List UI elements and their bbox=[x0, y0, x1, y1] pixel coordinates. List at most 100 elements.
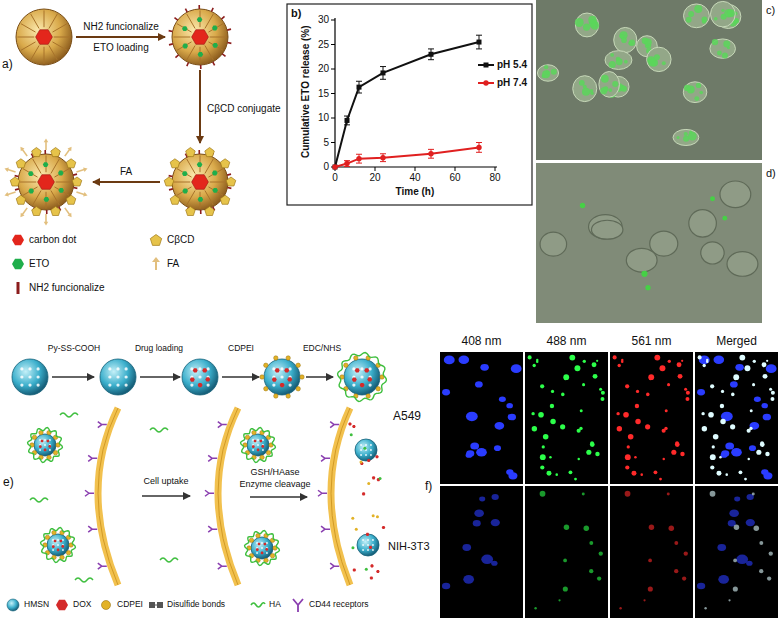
nanoparticle bbox=[172, 154, 228, 210]
error-cap bbox=[428, 149, 434, 150]
green-fluorescence bbox=[694, 96, 699, 101]
green-fluorescence bbox=[722, 53, 728, 59]
cyclodextrin bbox=[205, 207, 215, 216]
confocal-image bbox=[525, 352, 608, 484]
fluorescent-spot bbox=[563, 559, 567, 563]
pore bbox=[116, 375, 119, 378]
eto-drug bbox=[58, 188, 64, 193]
legend-item: pH 5.4 bbox=[478, 58, 527, 72]
folic-acid bbox=[45, 141, 47, 150]
released-dox bbox=[372, 476, 376, 479]
error-cap bbox=[428, 158, 434, 159]
fluorescent-spot bbox=[739, 355, 745, 361]
pore bbox=[272, 383, 275, 386]
dox-drug bbox=[205, 377, 210, 381]
pore bbox=[360, 383, 363, 386]
fluorescent-spot bbox=[547, 471, 552, 476]
fluorescent-spot bbox=[754, 525, 759, 530]
pore bbox=[124, 375, 127, 378]
cd-pei bbox=[260, 375, 264, 379]
folic-acid bbox=[22, 149, 27, 156]
fluorescent-spot bbox=[680, 452, 684, 456]
tick bbox=[331, 44, 335, 45]
fluorescent-spot bbox=[569, 355, 575, 361]
fluorescent-spot bbox=[601, 391, 605, 395]
pore-channel bbox=[21, 24, 36, 32]
legend-text: carbon dot bbox=[29, 234, 76, 246]
fluorescent-spot bbox=[767, 576, 771, 580]
pore bbox=[367, 549, 369, 551]
pore bbox=[362, 544, 364, 546]
cd-pei bbox=[245, 435, 249, 439]
cyclodextrin bbox=[16, 159, 26, 168]
cell bbox=[683, 82, 707, 103]
cyclodextrin bbox=[16, 195, 26, 204]
pore bbox=[370, 449, 372, 451]
green-fluorescence bbox=[654, 54, 660, 60]
green-fluorescence bbox=[544, 65, 548, 69]
fluorescent-spot bbox=[748, 458, 750, 460]
fluorescent-spot bbox=[599, 388, 602, 391]
legend-text: CDPEI bbox=[117, 600, 143, 610]
pore bbox=[116, 367, 119, 370]
legend-swatch bbox=[5, 598, 21, 612]
dox-drug bbox=[61, 545, 64, 548]
fluorescent-spot bbox=[744, 365, 750, 371]
legend-item: ETO bbox=[10, 257, 49, 271]
nucleus-stain bbox=[766, 364, 777, 373]
fluorescent-spot bbox=[734, 525, 739, 530]
hmsn-sphere bbox=[264, 359, 300, 395]
fluorescent-spot bbox=[669, 525, 674, 530]
folic-acid-head bbox=[5, 168, 9, 172]
cd44-receptor bbox=[98, 563, 107, 569]
eto-drug bbox=[44, 197, 50, 202]
pore bbox=[198, 375, 201, 378]
released-dox bbox=[367, 459, 371, 462]
folic-acid bbox=[76, 169, 85, 172]
folic-acid-head bbox=[68, 213, 72, 218]
error-cap bbox=[428, 48, 434, 49]
dox-drug bbox=[259, 440, 262, 443]
tick-label: 15 bbox=[318, 88, 329, 100]
tick-label: 80 bbox=[489, 172, 500, 184]
cell bbox=[614, 27, 637, 52]
eto-drug bbox=[212, 171, 218, 176]
cell-membrane bbox=[331, 408, 350, 585]
step-label: FA bbox=[120, 166, 132, 178]
fluorescent-spot bbox=[739, 470, 743, 474]
pore bbox=[190, 383, 193, 386]
fluorescent-spot bbox=[762, 362, 767, 367]
fluorescent-spot bbox=[667, 383, 670, 386]
nucleus-stain bbox=[444, 356, 455, 365]
pore-channel bbox=[54, 169, 69, 177]
pore bbox=[372, 544, 374, 546]
pore bbox=[370, 454, 372, 456]
pore bbox=[257, 439, 259, 441]
nucleus-stain bbox=[466, 412, 478, 421]
released-dox bbox=[348, 423, 352, 426]
green-fluorescence bbox=[688, 11, 694, 17]
fluorescent-spot bbox=[713, 434, 719, 440]
fluorescent-spot bbox=[635, 404, 639, 408]
hmsn-sphere bbox=[34, 434, 56, 456]
pore bbox=[280, 383, 283, 386]
tick-label: 20 bbox=[369, 172, 380, 184]
fluorescent-spot bbox=[710, 491, 716, 497]
released-fragment bbox=[365, 568, 368, 571]
error-cap bbox=[356, 163, 362, 164]
eto-drug bbox=[28, 189, 34, 194]
step-label: GSH/HAase bbox=[251, 467, 300, 477]
nucleus-stain bbox=[494, 445, 501, 451]
error-cap bbox=[380, 79, 386, 80]
pore bbox=[52, 549, 54, 551]
fluorescent-spot bbox=[678, 374, 683, 379]
panel-e-scheme bbox=[12, 353, 386, 585]
pore bbox=[44, 439, 46, 441]
confocal-grid bbox=[440, 352, 778, 618]
nucleus-stain bbox=[731, 448, 742, 457]
legend-item: Disulfide bonds bbox=[148, 598, 225, 612]
legend-text: FA bbox=[167, 258, 179, 270]
channel-header: 408 nm bbox=[462, 335, 502, 349]
figure-shape bbox=[293, 599, 303, 612]
pore-channel bbox=[205, 45, 213, 60]
